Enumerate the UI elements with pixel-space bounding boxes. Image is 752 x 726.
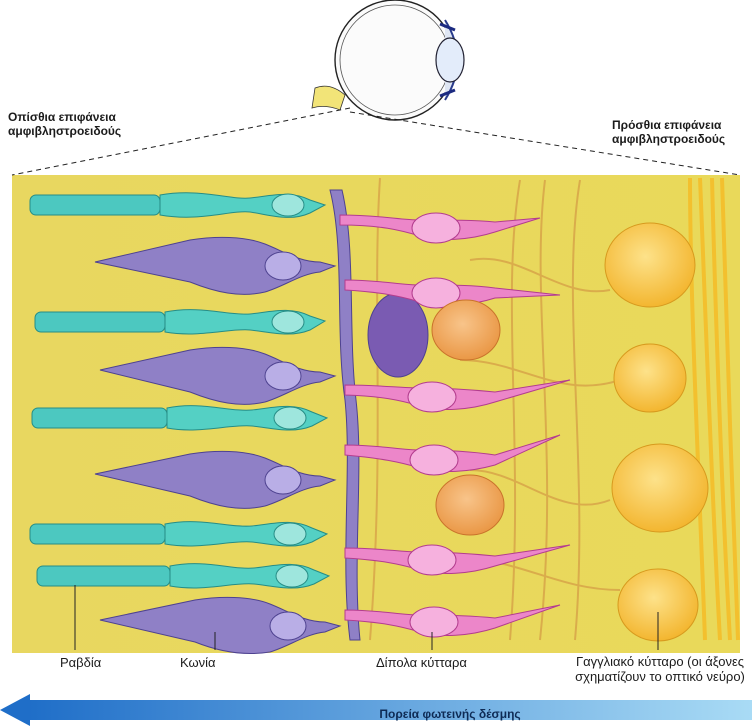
ganglion-label: Γαγγλιακό κύτταρο (οι άξονες σχηματίζουν… <box>565 654 752 684</box>
ganglion-label-line-2: σχηματίζουν το οπτικό νεύρο) <box>565 669 752 684</box>
eye-icon <box>312 0 464 120</box>
back-surface-label: Οπίσθια επιφάνεια αμφιβληστροειδούς <box>8 110 121 138</box>
rod-cell <box>30 522 327 546</box>
front-surface-label: Πρόσθια επιφάνεια αμφιβληστροειδούς <box>612 118 725 146</box>
front-surface-line-1: Πρόσθια επιφάνεια <box>612 118 725 132</box>
rod-cell <box>30 193 325 218</box>
bipolar-label: Δίπολα κύτταρα <box>376 655 467 670</box>
rod-label: Ραβδία <box>60 655 101 670</box>
back-surface-line-2: αμφιβληστροειδούς <box>8 124 121 138</box>
cone-label: Κωνία <box>180 655 216 670</box>
rod-cell <box>35 310 325 334</box>
rod-cell <box>37 564 329 588</box>
rod-cell <box>32 406 327 430</box>
front-surface-line-2: αμφιβληστροειδούς <box>612 132 725 146</box>
back-surface-line-1: Οπίσθια επιφάνεια <box>8 110 121 124</box>
ganglion-label-line-1: Γαγγλιακό κύτταρο (οι άξονες <box>565 654 752 669</box>
light-path-label: Πορεία φωτεινής δέσμης <box>300 707 600 721</box>
